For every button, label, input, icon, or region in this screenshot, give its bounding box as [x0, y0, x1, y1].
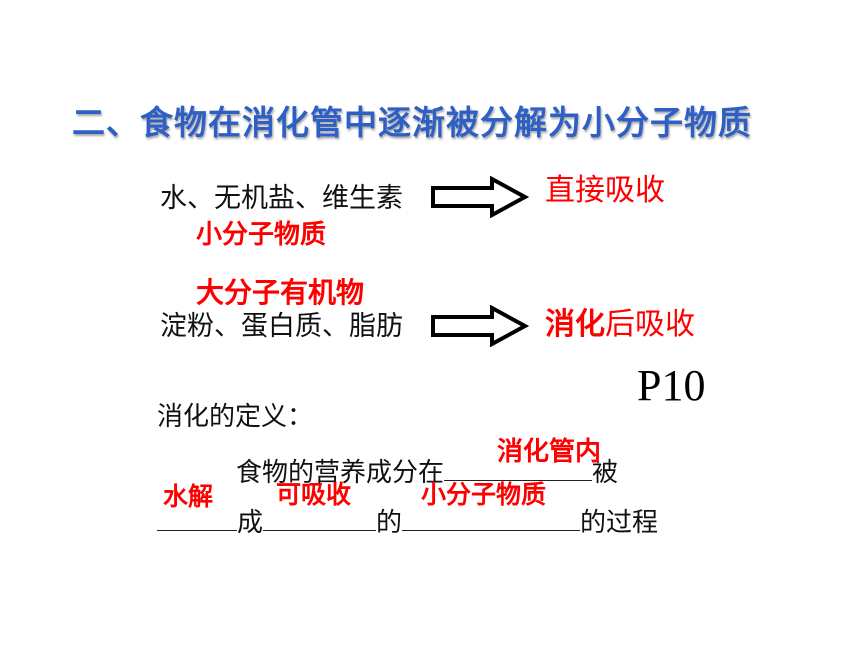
- right-arrow-icon: [431, 176, 530, 218]
- row2-right-bold: 消化: [545, 307, 605, 342]
- blank-state: [263, 504, 377, 531]
- definition-line1: 食物的营养成分在 被: [236, 454, 618, 486]
- row2-right: 消化后吸收: [545, 310, 695, 340]
- answer-state: 可吸收: [276, 480, 352, 509]
- row1-right-text: 直接吸收: [545, 173, 665, 208]
- definition-line1-end: 被: [592, 458, 619, 488]
- definition-line2: 成 的 的过程: [157, 504, 658, 536]
- row2-left-text: 淀粉、蛋白质、脂肪: [160, 311, 403, 342]
- blank-process: [157, 504, 237, 531]
- definition-heading: 消化的定义：: [157, 402, 314, 432]
- answer-place: 消化管内: [497, 437, 602, 467]
- page-reference: P10: [637, 361, 706, 410]
- right-arrow-icon: [431, 305, 530, 347]
- blank-place: [444, 454, 593, 481]
- row2-annotation: 大分子有机物: [196, 276, 365, 309]
- page-title: 二、食物在消化管中逐渐被分解为小分子物质: [72, 103, 752, 142]
- blank-product: [402, 504, 581, 531]
- row1-annotation: 小分子物质: [196, 220, 327, 250]
- answer-product: 小分子物质: [421, 480, 547, 509]
- definition-line2-end: 的过程: [580, 508, 659, 538]
- answer-process: 水解: [163, 482, 214, 511]
- definition-line2-de: 的: [376, 508, 403, 538]
- definition-line1-text: 食物的营养成分在: [236, 458, 445, 488]
- row2-right-rest: 后吸收: [605, 307, 695, 342]
- definition-line2-cheng: 成: [237, 508, 264, 538]
- row1-left-text: 水、无机盐、维生素: [160, 183, 403, 214]
